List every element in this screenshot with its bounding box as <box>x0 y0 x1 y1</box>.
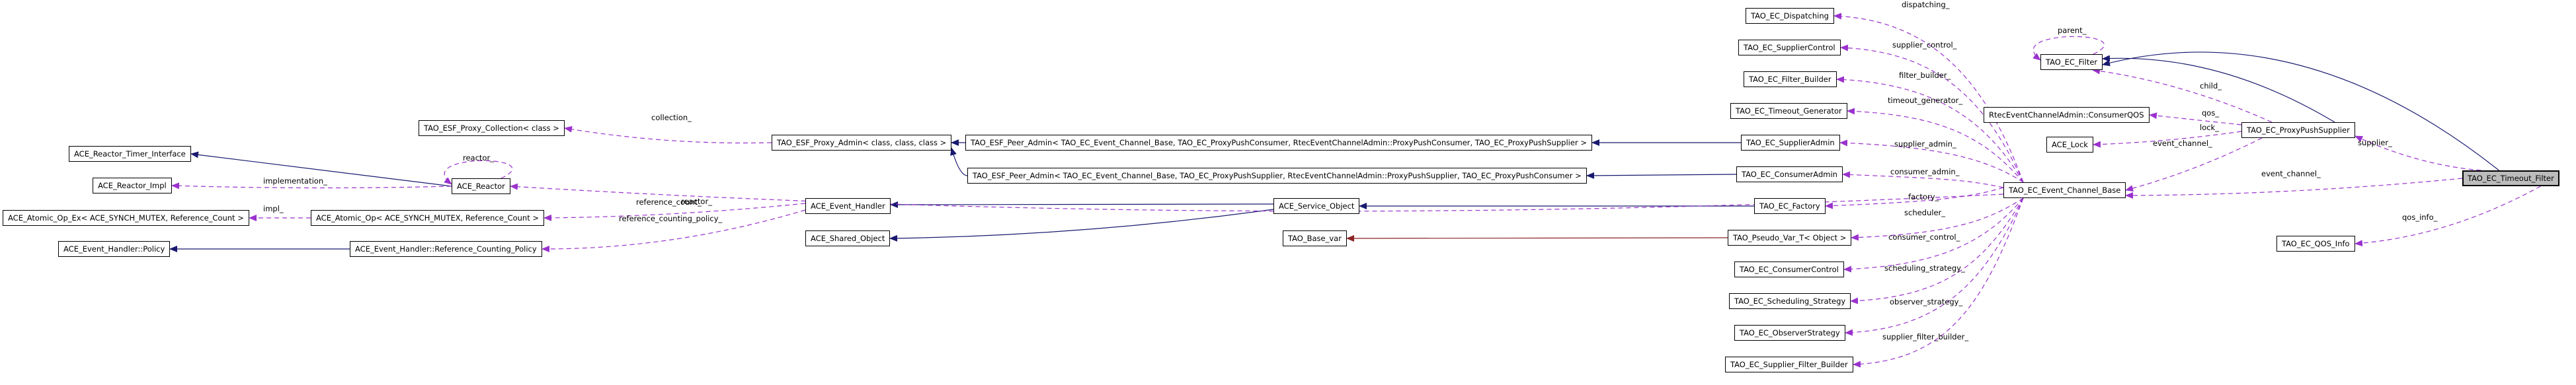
edge-label-supplier-admin: supplier_admin_ <box>1894 139 1956 149</box>
class-node-rimpl[interactable]: ACE_Reactor_Impl <box>93 178 172 193</box>
usage-edge-ecb-fact <box>1825 187 2004 209</box>
class-node-ostrat[interactable]: TAO_EC_ObserverStrategy <box>1734 325 1845 341</box>
edge-label-supplier-filter-builder: supplier_filter_builder_ <box>1882 332 1969 341</box>
class-node-pps[interactable]: TAO_EC_ProxyPushSupplier <box>2241 122 2355 138</box>
edge-label-timeout-generator: timeout_generator_ <box>1888 96 1963 105</box>
class-node-suctl[interactable]: TAO_EC_SupplierControl <box>1738 40 1841 55</box>
edge-label-observer-strategy: observer_strategy_ <box>1890 297 1963 306</box>
usage-edge-aeh-aop <box>543 203 806 221</box>
inherit-edge-peer2-tpadmin <box>950 147 968 176</box>
inherit-edge-cadmin-peer2 <box>1586 172 1737 179</box>
edge-label-qos: qos_ <box>2202 108 2220 118</box>
class-node-cctl[interactable]: TAO_EC_ConsumerControl <box>1734 262 1844 277</box>
usage-edge-pps-ecb <box>2125 137 2263 192</box>
usage-edge-tf-pps <box>2355 135 2481 171</box>
edge-label-reactor: reactor_ <box>463 153 494 162</box>
edge-label-reference-counting-policy: reference_counting_policy_ <box>619 214 723 223</box>
class-node-tf-current[interactable]: TAO_EC_Timeout_Filter <box>2462 170 2559 186</box>
usage-edge-ecb-disp <box>1833 13 2024 183</box>
usage-edge-pps-alock <box>2093 131 2242 148</box>
class-node-cadmin[interactable]: TAO_EC_ConsumerAdmin <box>1736 166 1843 182</box>
class-node-tbvar[interactable]: TAO_Base_var <box>1283 230 1347 246</box>
class-node-areact[interactable]: ACE_Reactor <box>452 178 510 194</box>
edge-label-reference-count: reference_count_ <box>636 197 702 207</box>
class-node-ecb[interactable]: TAO_EC_Event_Channel_Base <box>2003 182 2126 198</box>
usage-edge-ecb-areact <box>510 183 2004 212</box>
edge-label-qos-info: qos_info_ <box>2402 213 2438 222</box>
edge-label-event-channel: event_channel_ <box>2261 169 2321 178</box>
inherit-edge-aservice-aeh <box>890 201 1274 208</box>
usage-edge-ecb-sfb <box>1853 197 2024 368</box>
class-node-aop[interactable]: ACE_Atomic_Op< ACE_SYNCH_MUTEX, Referenc… <box>311 210 545 226</box>
class-node-rti[interactable]: ACE_Reactor_Timer_Interface <box>69 146 191 162</box>
usage-edge-areact-areact <box>444 160 513 185</box>
edge-label-consumer-admin: consumer_admin_ <box>1890 167 1960 176</box>
edge-label-filter-builder: filter_builder_ <box>1899 71 1951 80</box>
edge-label-implementation: implementation_ <box>263 176 327 186</box>
edge-label-child: child_ <box>2200 81 2222 90</box>
usage-edge-aeh-ehrcp <box>542 209 806 253</box>
class-node-fbld[interactable]: TAO_EC_Filter_Builder <box>1744 71 1837 87</box>
inherit-edge-tf-ecf <box>2102 52 2499 171</box>
class-node-sadmin[interactable]: TAO_EC_SupplierAdmin <box>1741 135 1840 151</box>
edge-label-supplier-control: supplier_control_ <box>1892 40 1957 50</box>
class-node-tpadmin[interactable]: TAO_ESF_Proxy_Admin< class, class, class… <box>772 135 952 151</box>
inherit-edge-aservice-shobj <box>889 209 1274 242</box>
class-node-ehrcp[interactable]: ACE_Event_Handler::Reference_Counting_Po… <box>350 241 542 257</box>
usage-edge-tf-ecb <box>2125 178 2463 199</box>
class-node-aopex[interactable]: ACE_Atomic_Op_Ex< ACE_SYNCH_MUTEX, Refer… <box>3 210 249 226</box>
edge-label-consumer-control: consumer_control_ <box>1888 232 1960 242</box>
usage-edge-ecb-cctl <box>1843 197 2024 273</box>
edge-label-scheduler: scheduler_ <box>1904 208 1946 217</box>
edge-label-dispatching: dispatching_ <box>1902 0 1950 9</box>
class-node-aeh[interactable]: ACE_Event_Handler <box>805 198 891 214</box>
class-node-sfb[interactable]: TAO_EC_Supplier_Filter_Builder <box>1725 357 1853 372</box>
class-node-qinfo[interactable]: TAO_EC_QOS_Info <box>2276 236 2355 252</box>
class-node-shobj[interactable]: ACE_Shared_Object <box>805 230 891 246</box>
class-node-cqos[interactable]: RtecEventChannelAdmin::ConsumerQOS <box>1984 107 2150 123</box>
class-node-ecf[interactable]: TAO_EC_Filter <box>2040 54 2103 70</box>
usage-edge-ecb-fbld <box>1836 76 2024 183</box>
class-node-aservice[interactable]: ACE_Service_Object <box>1273 198 1360 214</box>
edge-label-event-channel: event_channel_ <box>2153 139 2212 148</box>
edge-label-factory: factory_ <box>1908 192 1939 201</box>
usage-edge-pps-cqos <box>2149 112 2242 125</box>
usage-edge-ecf-ecf <box>2033 36 2105 61</box>
inherit-edge-pps-ecf <box>2102 55 2335 123</box>
usage-edge-ecb-cadmin <box>1842 171 2004 188</box>
usage-edge-tf-qinfo <box>2355 186 2541 247</box>
edge-label-reactor: reactor_ <box>681 197 712 206</box>
class-node-tpcoll[interactable]: TAO_ESF_Proxy_Collection< class > <box>419 120 565 136</box>
edge-label-supplier: supplier_ <box>2358 138 2392 147</box>
class-node-tgen[interactable]: TAO_EC_Timeout_Generator <box>1730 103 1847 119</box>
edge-label-scheduling-strategy: scheduling_strategy_ <box>1884 263 1965 273</box>
edge-label-lock: lock_ <box>2200 123 2219 132</box>
class-node-fact[interactable]: TAO_EC_Factory <box>1754 198 1826 214</box>
usage-edge-ecb-tgen <box>1847 108 2024 183</box>
edge-label-parent: parent_ <box>2058 26 2087 35</box>
usage-edge-ecb-sadmin <box>1839 139 2024 183</box>
class-node-peer1[interactable]: TAO_ESF_Peer_Admin< TAO_EC_Event_Channel… <box>965 135 1592 151</box>
usage-edge-tpadmin-tpcoll <box>564 125 772 144</box>
class-node-pvar[interactable]: TAO_Pseudo_Var_T< Object > <box>1728 230 1852 246</box>
class-node-disp[interactable]: TAO_EC_Dispatching <box>1746 8 1834 24</box>
class-node-peer2[interactable]: TAO_ESF_Peer_Admin< TAO_EC_Event_Channel… <box>967 168 1587 184</box>
inherit-edge-areact-rti <box>190 151 452 187</box>
class-node-ehpol[interactable]: ACE_Event_Handler::Policy <box>58 241 171 257</box>
class-node-alock[interactable]: ACE_Lock <box>2046 137 2093 153</box>
edge-label-impl: impl_ <box>263 204 284 213</box>
edge-label-collection: collection_ <box>651 113 692 122</box>
usage-edge-pps-ecf <box>2092 67 2273 123</box>
usage-edge-areact-rimpl <box>171 182 452 190</box>
usage-edge-ecb-sstrat <box>1850 197 2024 304</box>
usage-edge-ecb-pvar <box>1851 197 2024 241</box>
class-node-sstrat[interactable]: TAO_EC_Scheduling_Strategy <box>1729 293 1851 309</box>
usage-edge-ecb-ostrat <box>1845 197 2024 336</box>
usage-edge-ecb-suctl <box>1840 44 2024 183</box>
